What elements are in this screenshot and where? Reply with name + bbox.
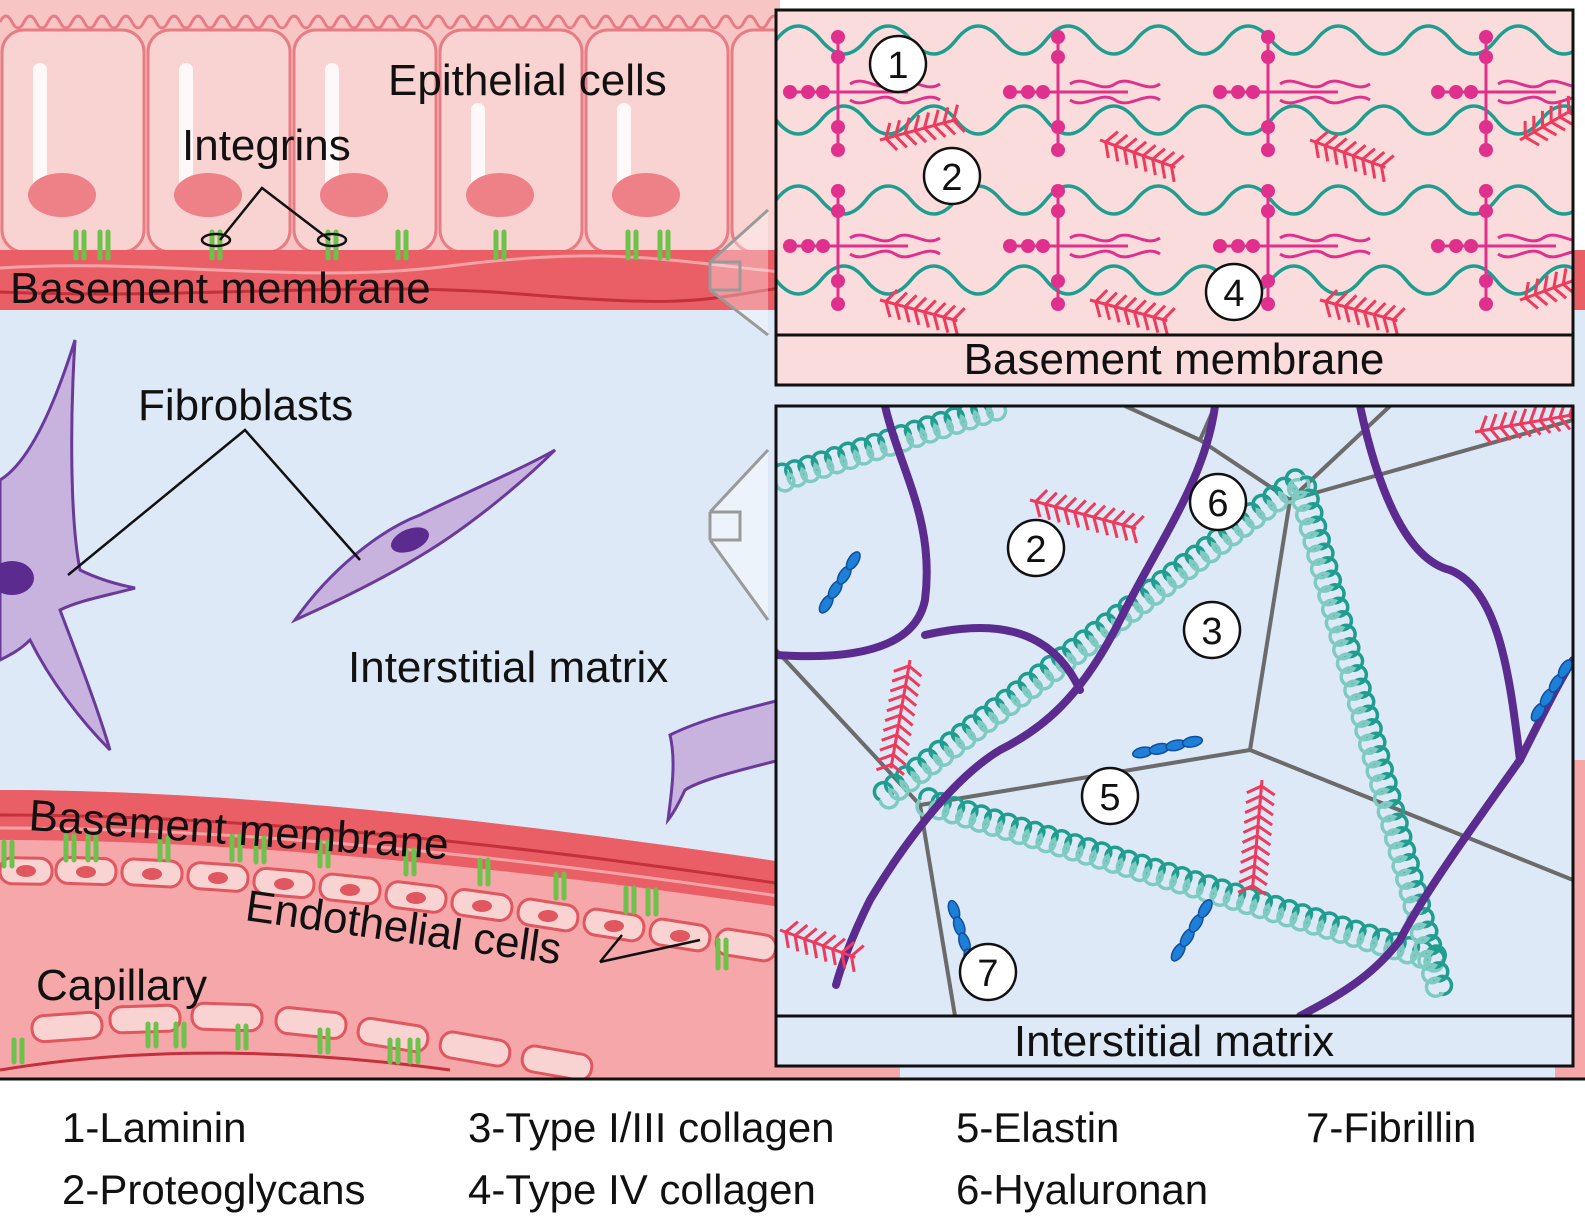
inset-basement-caption: Basement membrane <box>964 335 1385 384</box>
proteoglycan <box>1519 95 1573 147</box>
proteoglycan <box>1237 779 1276 897</box>
proteoglycan <box>1029 489 1145 544</box>
laminin-molecules <box>783 30 1573 311</box>
proteoglycan <box>1474 406 1573 445</box>
legend-item-hyaluronan: 6-Hyaluronan <box>956 1166 1208 1213</box>
laminin-molecule <box>1431 184 1573 311</box>
leader-lines <box>67 186 701 964</box>
svg-text:6: 6 <box>1207 483 1228 525</box>
laminin-molecule <box>1431 30 1573 157</box>
zoom-callout-bottom <box>708 448 770 621</box>
proteoglycan <box>1319 289 1406 335</box>
hyaluronan-network <box>776 406 1573 1016</box>
svg-text:3: 3 <box>1201 611 1222 653</box>
inset-basement-membrane: Basement membrane 1 2 4 <box>774 8 1575 387</box>
integrins-lower <box>1 833 729 1065</box>
svg-text:5: 5 <box>1099 777 1120 819</box>
svg-text:1: 1 <box>887 45 908 87</box>
proteoglycan <box>879 104 966 151</box>
type-i-iii-collagen-fibers <box>776 406 1454 998</box>
marker-2-interstitial: 2 <box>1006 518 1066 578</box>
legend-item-fibrillin: 7-Fibrillin <box>1306 1104 1476 1151</box>
laminin-molecule <box>1003 184 1161 311</box>
legend-item-elastin: 5-Elastin <box>956 1104 1119 1151</box>
inset-interstitial-matrix: Interstitial matrix 6 2 3 5 7 <box>774 404 1575 1068</box>
label-fibroblasts: Fibroblasts <box>138 381 353 430</box>
fibroblast-3 <box>665 698 782 826</box>
capillary <box>0 790 901 1080</box>
laminin-molecule <box>1213 30 1371 157</box>
epithelial-layer <box>0 0 876 260</box>
label-epithelial-cells: Epithelial cells <box>388 56 667 105</box>
label-basement-membrane-top: Basement membrane <box>10 264 431 313</box>
proteoglycan <box>1099 130 1185 183</box>
proteoglycan <box>779 920 865 973</box>
cell-highlights <box>33 63 631 197</box>
proteoglycan <box>875 659 923 776</box>
fibroblast-2 <box>290 448 557 624</box>
svg-text:2: 2 <box>941 157 962 199</box>
legend-item-type-i-iii-collagen: 3-Type I/III collagen <box>468 1104 835 1151</box>
fibrillin-molecules <box>818 551 1573 970</box>
marker-6: 6 <box>1188 472 1248 532</box>
laminin-molecule <box>1213 184 1371 311</box>
legend-item-proteoglycans: 2-Proteoglycans <box>62 1166 366 1213</box>
zoom-callout-top <box>708 208 770 337</box>
marker-5: 5 <box>1080 766 1140 826</box>
proteoglycan <box>879 289 966 335</box>
laminin-molecule <box>783 184 941 311</box>
legend-item-type-iv-collagen: 4-Type IV collagen <box>468 1166 816 1213</box>
proteoglycan <box>1309 130 1395 183</box>
legend-item-laminin: 1-Laminin <box>62 1104 246 1151</box>
marker-1: 1 <box>868 34 928 94</box>
marker-4: 4 <box>1204 262 1264 322</box>
inset-interstitial-caption: Interstitial matrix <box>1014 1017 1334 1066</box>
label-interstitial-matrix: Interstitial matrix <box>348 643 668 692</box>
fibroblast-1 <box>0 339 136 752</box>
proteoglycans-basement <box>879 95 1573 335</box>
label-integrins: Integrins <box>182 121 351 170</box>
proteoglycans-interstitial <box>779 406 1573 973</box>
proteoglycan <box>1089 289 1176 335</box>
marker-3: 3 <box>1182 600 1242 660</box>
endothelial-cells-lower <box>30 1001 594 1080</box>
svg-text:2: 2 <box>1025 529 1046 571</box>
proteoglycan <box>1519 264 1573 310</box>
laminin-molecule <box>783 30 941 157</box>
integrins-top <box>73 229 671 261</box>
legend: 1-Laminin 2-Proteoglycans 3-Type I/III c… <box>62 1104 1476 1213</box>
svg-text:4: 4 <box>1223 273 1244 315</box>
epithelial-nuclei <box>28 173 680 217</box>
marker-7: 7 <box>958 942 1018 1002</box>
marker-2-basement: 2 <box>922 146 982 206</box>
svg-text:7: 7 <box>977 953 998 995</box>
label-capillary: Capillary <box>36 961 207 1010</box>
laminin-molecule <box>1003 30 1161 157</box>
